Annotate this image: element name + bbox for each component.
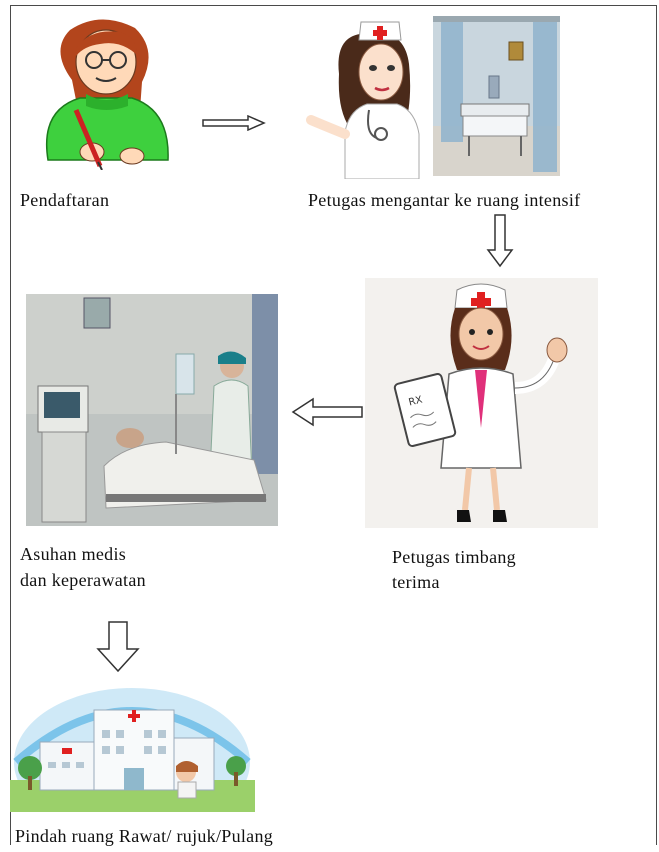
svg-text:RX: RX [408,394,424,408]
handover-label-line2: terima [392,572,440,592]
care-label-line2: dan keperawatan [20,570,146,590]
arrow-left-icon [291,397,363,427]
diagram-frame [10,5,657,845]
nurse-clipboard-icon: RX [365,278,598,528]
registration-illustration [20,10,190,170]
transfer-illustration [10,680,255,812]
hospital-room-icon [433,16,560,176]
writing-person-icon [45,19,169,170]
arrow-down-icon [96,621,140,673]
care-label-line1: Asuhan medis [20,544,127,564]
arrow-right-icon [202,115,266,131]
hospital-building-icon [10,688,255,812]
nurse-icon [306,21,420,179]
escort-room-photo [433,16,560,176]
escort-nurse-illustration [305,14,425,179]
transfer-label: Pindah ruang Rawat/ rujuk/Pulang [15,826,274,846]
escort-label: Petugas mengantar ke ruang intensif [308,190,581,210]
registration-label: Pendaftaran [20,190,110,210]
arrow-down-icon [486,214,514,268]
handover-illustration: RX [365,278,598,528]
icu-patient-icon [26,294,278,526]
care-photo [26,294,278,526]
handover-label-line1: Petugas timbang [392,547,516,567]
